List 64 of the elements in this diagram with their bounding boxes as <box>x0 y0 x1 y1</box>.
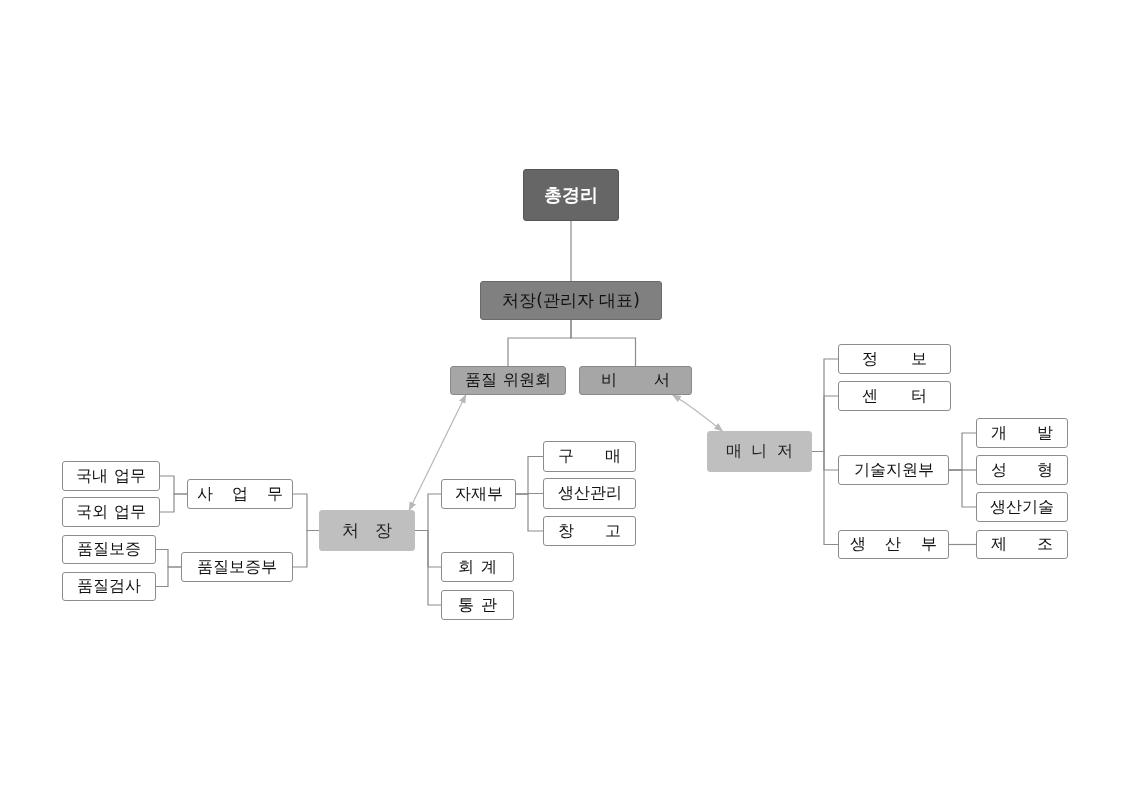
department-box <box>838 530 949 559</box>
node-label: 품질 위원회 <box>465 370 551 391</box>
connector-line <box>570 319 637 367</box>
department-box <box>976 492 1068 522</box>
connector-line <box>948 469 977 508</box>
node-label: 제 조 <box>990 534 1054 555</box>
node-label: 총경리 <box>544 183 598 207</box>
node-label: 생 산 부 <box>850 534 937 555</box>
connector-line <box>159 493 188 513</box>
node-label: 매 니 저 <box>725 441 794 462</box>
node-label: 통 관 <box>458 594 497 616</box>
node-label: 국외 업무 <box>76 501 146 523</box>
node-label: 생산관리 <box>557 483 622 504</box>
department-box <box>181 552 293 582</box>
node-label: 개 발 <box>990 422 1054 444</box>
connector-line <box>155 566 182 588</box>
node-label: 품질검사 <box>77 576 141 597</box>
department-box <box>543 441 636 472</box>
connector-line <box>414 529 442 606</box>
node-label: 품질보증 <box>77 539 141 560</box>
department-box <box>976 530 1068 559</box>
node-label: 품질보증부 <box>197 556 277 578</box>
node-label: 창 고 <box>558 520 621 542</box>
department-box <box>441 552 514 582</box>
connector-line <box>292 529 320 568</box>
node-label: 구 매 <box>558 446 621 467</box>
node-label: 센 터 <box>861 385 928 407</box>
unit-box <box>450 366 566 395</box>
node-label: 자재부 <box>454 483 503 505</box>
node-label: 비 서 <box>600 370 671 391</box>
department-box <box>441 590 514 620</box>
node-label: 성 형 <box>990 459 1054 481</box>
department-box <box>441 479 516 509</box>
department-box <box>187 479 293 509</box>
department-box <box>543 478 636 509</box>
connector-line <box>515 493 544 532</box>
node-label: 국내 업무 <box>76 465 146 487</box>
node-label: 생산기술 <box>990 496 1054 518</box>
department-box <box>838 344 951 374</box>
node-label: 처장(관리자 대표) <box>502 289 640 312</box>
connector-line <box>811 450 839 546</box>
department-box <box>62 461 160 491</box>
node-label: 기술지원부 <box>853 459 934 481</box>
connector-line <box>570 220 572 282</box>
node-label: 정 보 <box>861 348 928 370</box>
connector-line <box>948 543 977 546</box>
department-box <box>62 572 156 601</box>
department-box <box>62 535 156 564</box>
manager-box <box>480 281 662 320</box>
division-box <box>319 510 415 551</box>
department-box <box>976 455 1068 485</box>
unit-box <box>579 366 692 395</box>
arrow <box>408 394 467 511</box>
chief-box <box>523 169 619 221</box>
department-box <box>543 516 636 546</box>
department-box <box>838 381 951 411</box>
department-box <box>976 418 1068 448</box>
node-label: 회 계 <box>458 556 497 578</box>
arrow <box>671 394 723 432</box>
department-box <box>838 455 949 485</box>
node-label: 사 업 무 <box>196 483 284 505</box>
node-label: 처 장 <box>342 519 392 542</box>
department-box <box>62 497 160 527</box>
division-box <box>707 431 812 472</box>
